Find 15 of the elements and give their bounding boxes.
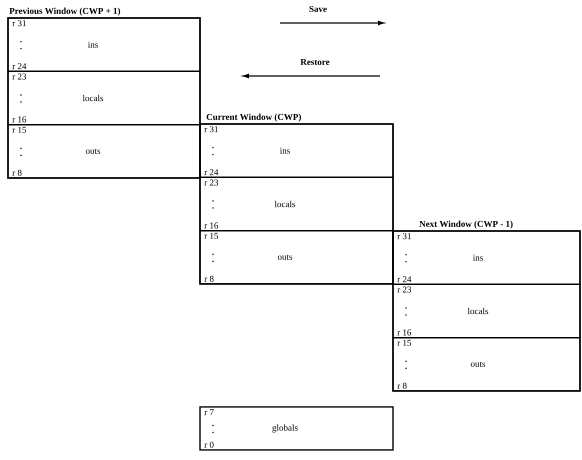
register-section: r 31 ins r 24: [392, 230, 581, 286]
node-label: Next Window (CWP - 1): [419, 220, 513, 229]
register-section: r 15 outs r 8: [7, 124, 201, 179]
node-label: Previous Window (CWP + 1): [9, 8, 120, 16]
register-section: r 23 locals r 16: [392, 284, 581, 338]
register-section: r 31 ins r 24: [7, 17, 201, 72]
register-section: r 23 locals r 16: [7, 70, 201, 126]
register-section: r 23 locals r 16: [199, 176, 394, 232]
register-section: r 15 outs r 8: [199, 230, 394, 285]
direction-label: Save: [310, 6, 327, 12]
register-section: r 15 outs r 8: [392, 336, 581, 392]
register-section: r 7 globals r 0: [199, 406, 394, 451]
node-label: Current Window (CWP): [206, 114, 301, 122]
register-section: r 31 ins r 24: [199, 123, 394, 178]
direction-label: Restore: [300, 59, 330, 65]
